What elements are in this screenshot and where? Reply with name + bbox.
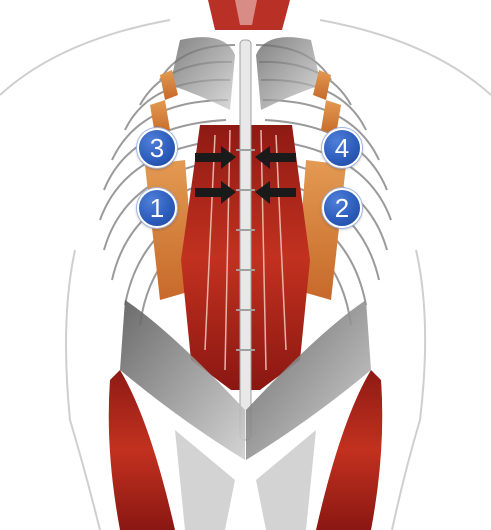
marker-3: 3 [137,128,177,168]
marker-1: 1 [137,188,177,228]
marker-4: 4 [322,128,362,168]
marker-2-label: 2 [335,195,349,221]
marker-3-label: 3 [150,135,164,161]
marker-4-label: 4 [335,135,349,161]
marker-2: 2 [322,188,362,228]
arrow-left-icon [255,146,296,169]
arrow-right-icon [195,146,236,169]
arrow-left-icon [255,181,296,204]
arrow-right-icon [195,181,236,204]
marker-1-label: 1 [150,195,164,221]
